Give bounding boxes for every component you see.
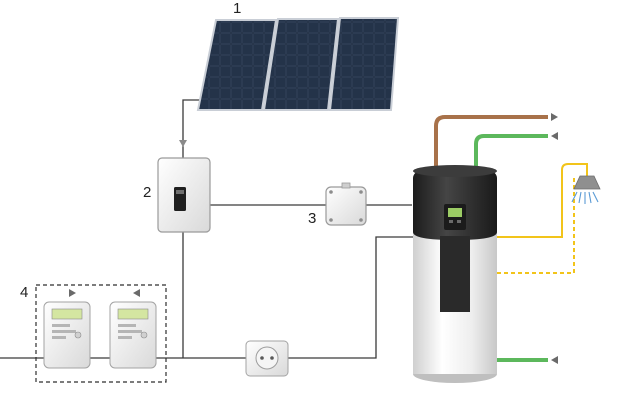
cold-water-pipe-top — [474, 134, 548, 180]
meter-enclosure-dashed — [35, 284, 167, 383]
solar-panel-1 — [196, 19, 278, 111]
yellow-solid-line — [497, 163, 588, 238]
energy-meter-group — [35, 284, 167, 383]
flow-arrow-icon — [69, 289, 76, 297]
solar-panel-3 — [328, 17, 400, 111]
callout-solar-panels: 1 — [233, 0, 242, 17]
power-socket-icon — [245, 340, 289, 377]
flow-arrow-icon — [551, 113, 558, 121]
energy-meter-icon — [43, 301, 91, 369]
hot-water-pipe — [434, 115, 548, 180]
shower-head-icon — [571, 175, 601, 204]
solar-panel-2 — [262, 18, 340, 111]
callout-energy-meters: 4 — [20, 284, 29, 301]
water-pipes — [434, 115, 548, 362]
socket-to-heater-wire — [288, 236, 414, 359]
flow-arrow-icon — [133, 289, 140, 297]
junction-box-icon — [325, 182, 367, 226]
solar-panel-array — [196, 17, 400, 111]
flow-arrow-icon — [551, 356, 558, 364]
inverter-icon — [157, 157, 211, 233]
flow-arrow-icon — [551, 132, 558, 140]
callout-inverter: 2 — [143, 184, 152, 201]
callout-junction-box: 3 — [308, 210, 317, 227]
yellow-dashed-line — [497, 176, 575, 274]
heat-pump-water-heater-icon — [413, 165, 497, 383]
yellow-lines — [497, 163, 588, 274]
energy-meter-icon — [109, 301, 157, 369]
flow-arrow-icon — [179, 140, 187, 147]
